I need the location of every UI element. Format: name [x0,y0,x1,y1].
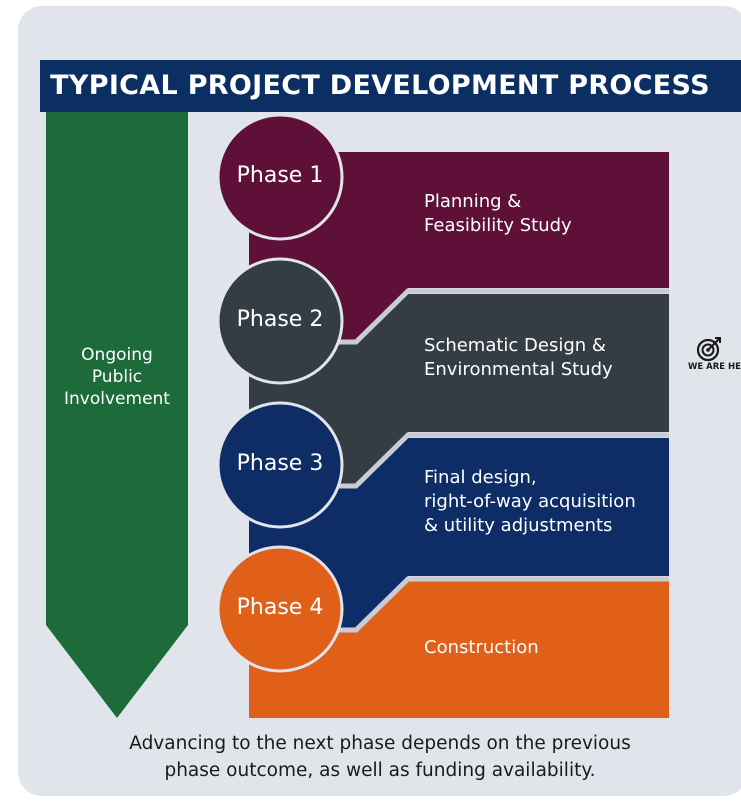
current-phase-marker: WE ARE HERE [688,336,741,376]
phase-3-circle [216,401,344,529]
phase-2-circle [216,257,344,385]
phase-2-description: Schematic Design & Environmental Study [424,335,613,380]
we-are-here-label: WE ARE HERE [688,362,741,372]
phase-4-circle [216,545,344,673]
public-involvement-arrow [46,112,188,718]
footnote: Advancing to the next phase depends on t… [129,733,631,781]
public-involvement-label: Ongoing Public Involvement [64,345,170,409]
phase-4-label: Phase 4 [236,595,324,620]
phase-1-label: Phase 1 [236,163,324,188]
phase-3-description: Final design, right-of-way acquisition &… [424,467,636,536]
phase-1-circle [216,113,344,241]
phase-1-band [249,152,669,342]
phase-1-description: Planning & Feasibility Study [424,191,572,236]
title-banner [40,60,741,112]
phase-3-label: Phase 3 [236,451,324,476]
diagram-title: TYPICAL PROJECT DEVELOPMENT PROCESS [50,70,710,101]
phase-2-label: Phase 2 [236,307,324,332]
target-icon [696,337,721,362]
phase-4-description: Construction [424,637,539,658]
